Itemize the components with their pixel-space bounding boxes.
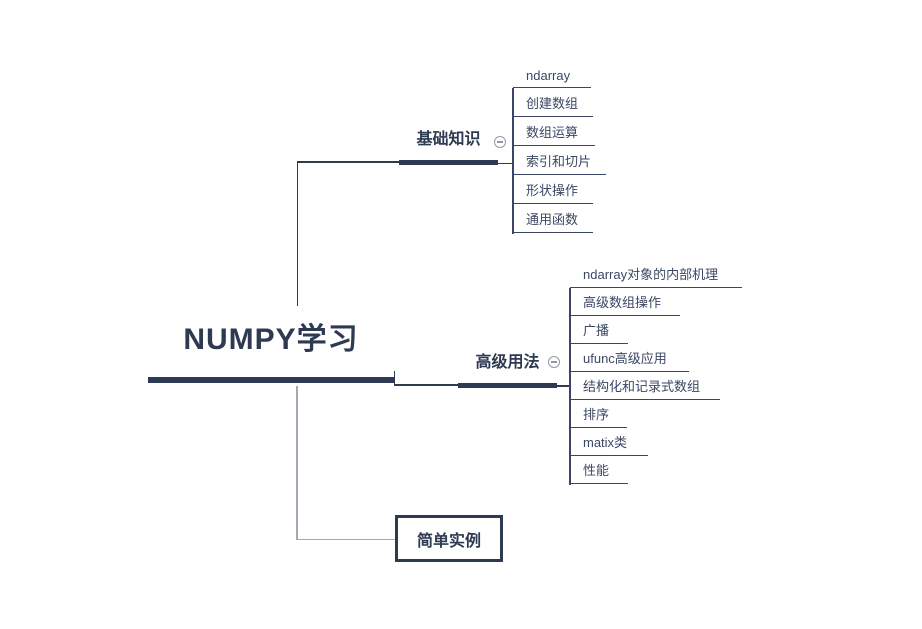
subtopic-row[interactable]: 数组运算: [513, 117, 595, 146]
branch-examples-node[interactable]: 简单实例: [395, 515, 503, 562]
subtopic-label: 形状操作: [526, 183, 579, 198]
subtopic-row[interactable]: 广播: [570, 316, 628, 344]
subtopic-label: 性能: [583, 463, 610, 478]
subtopic-label: 排序: [583, 407, 610, 422]
subtopic-label: 通用函数: [526, 212, 579, 227]
subtopic-row[interactable]: ufunc高级应用: [570, 344, 689, 372]
basics-children-trunk: [512, 87, 514, 234]
subtopic-row[interactable]: 形状操作: [513, 175, 593, 204]
connector-root-basics-vertical: [296, 161, 298, 306]
subtopic-row[interactable]: matix类: [570, 428, 648, 456]
branch-examples-label: 简单实例: [416, 532, 481, 550]
subtopic-label: ndarray对象的内部机理: [583, 267, 719, 282]
connector-root-advanced-horizontal: [393, 384, 459, 386]
connector-advanced-children-link: [556, 385, 570, 387]
subtopic-label: ndarray: [526, 68, 571, 83]
root-node[interactable]: NUMPY学习: [148, 317, 394, 383]
subtopic-row[interactable]: 高级数组操作: [570, 288, 680, 316]
subtopic-label: 广播: [583, 323, 610, 338]
minus-icon: [551, 361, 557, 363]
subtopic-label: 结构化和记录式数组: [583, 379, 701, 394]
subtopic-row[interactable]: 通用函数: [513, 204, 593, 233]
subtopic-label: ufunc高级应用: [583, 351, 667, 366]
connector-basics-children-link: [497, 162, 513, 164]
subtopic-row[interactable]: 索引和切片: [513, 146, 606, 175]
collapse-icon[interactable]: [548, 356, 560, 368]
subtopic-row[interactable]: 性能: [570, 456, 628, 484]
subtopic-label: matix类: [583, 435, 628, 450]
subtopic-label: 高级数组操作: [583, 295, 662, 310]
branch-advanced-label: 高级用法: [475, 354, 540, 371]
subtopic-row[interactable]: ndarray对象的内部机理: [570, 260, 742, 288]
subtopic-label: 索引和切片: [526, 154, 592, 169]
subtopic-row[interactable]: ndarray: [513, 59, 591, 88]
subtopic-row[interactable]: 排序: [570, 400, 627, 428]
advanced-children-trunk: [569, 287, 571, 485]
subtopic-label: 数组运算: [526, 125, 579, 140]
root-node-label: NUMPY学习: [183, 323, 359, 356]
subtopic-row[interactable]: 结构化和记录式数组: [570, 372, 720, 400]
branch-basics-node[interactable]: 基础知识: [399, 128, 498, 165]
connector-root-examples-vertical: [296, 386, 298, 539]
subtopic-label: 创建数组: [526, 96, 579, 111]
collapse-icon[interactable]: [494, 136, 506, 148]
minus-icon: [497, 141, 503, 143]
connector-root-basics-horizontal: [296, 161, 400, 163]
subtopic-row[interactable]: 创建数组: [513, 88, 593, 117]
branch-basics-label: 基础知识: [416, 131, 481, 148]
connector-root-examples-horizontal: [296, 538, 395, 540]
connector-root-advanced-tick: [393, 371, 395, 384]
branch-advanced-node[interactable]: 高级用法: [458, 351, 557, 388]
